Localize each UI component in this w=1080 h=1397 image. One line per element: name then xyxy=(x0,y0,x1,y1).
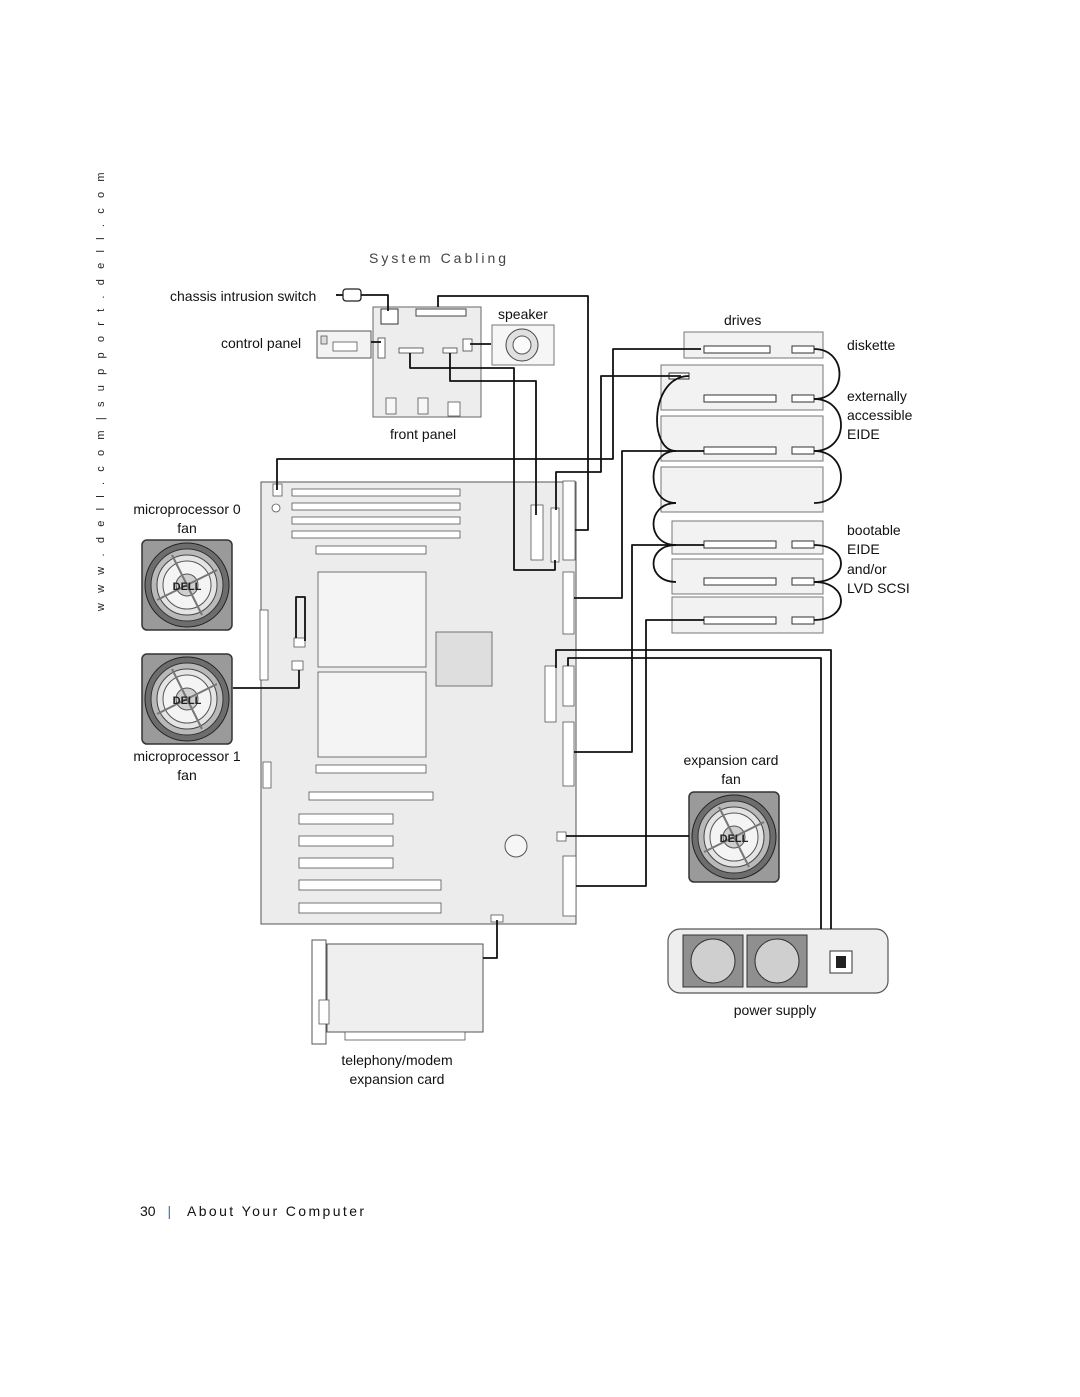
label-accessible: accessible xyxy=(847,407,913,423)
label-bootable: bootable xyxy=(847,522,901,538)
label-speaker: speaker xyxy=(498,306,548,322)
label-chassis-intrusion-switch: chassis intrusion switch xyxy=(170,288,317,304)
fan-logo-0: DELL xyxy=(173,581,202,593)
fan-logo-2: DELL xyxy=(720,833,749,845)
telephony-modem-card xyxy=(311,939,484,1045)
label-telephony-modem: telephony/modem xyxy=(341,1052,453,1068)
footer-title: About Your Computer xyxy=(187,1203,367,1219)
speaker xyxy=(491,324,555,366)
label-lvd-scsi: LVD SCSI xyxy=(847,580,910,596)
expansion-card-fan: DELL xyxy=(688,791,780,883)
label-expansion-card-fan: fan xyxy=(721,771,741,787)
label-front-panel: front panel xyxy=(390,426,457,442)
footer-separator: | xyxy=(167,1203,172,1219)
label-control-panel: control panel xyxy=(221,335,302,351)
label-diskette: diskette xyxy=(847,337,896,353)
cables xyxy=(233,294,842,959)
page-footer: 30 | About Your Computer xyxy=(140,1203,366,1219)
page-number: 30 xyxy=(140,1203,156,1219)
front-panel-board xyxy=(372,306,482,418)
drive-bays xyxy=(660,331,824,634)
system-board xyxy=(259,480,577,925)
fan-logo-1: DELL xyxy=(173,695,202,707)
label-expansion-card-2: expansion card xyxy=(349,1071,445,1087)
label-expansion-card: expansion card xyxy=(683,752,779,768)
label-power-supply: power supply xyxy=(733,1002,817,1018)
microprocessor-1-fan: DELL xyxy=(141,653,233,745)
label-microprocessor-0-fan: fan xyxy=(177,520,197,536)
power-supply xyxy=(667,928,889,994)
label-and-or: and/or xyxy=(847,561,887,577)
label-drives: drives xyxy=(724,312,762,328)
chassis-intrusion-switch xyxy=(336,288,362,302)
label-microprocessor-0: microprocessor 0 xyxy=(133,501,241,517)
microprocessor-0-fan: DELL xyxy=(141,539,233,631)
section-title: System Cabling xyxy=(369,250,510,266)
control-panel-board xyxy=(316,330,372,359)
label-microprocessor-1-fan: fan xyxy=(177,767,197,783)
label-eide-2: EIDE xyxy=(847,541,880,557)
label-microprocessor-1: microprocessor 1 xyxy=(133,748,241,764)
label-externally: externally xyxy=(847,388,907,404)
label-eide-1: EIDE xyxy=(847,426,880,442)
